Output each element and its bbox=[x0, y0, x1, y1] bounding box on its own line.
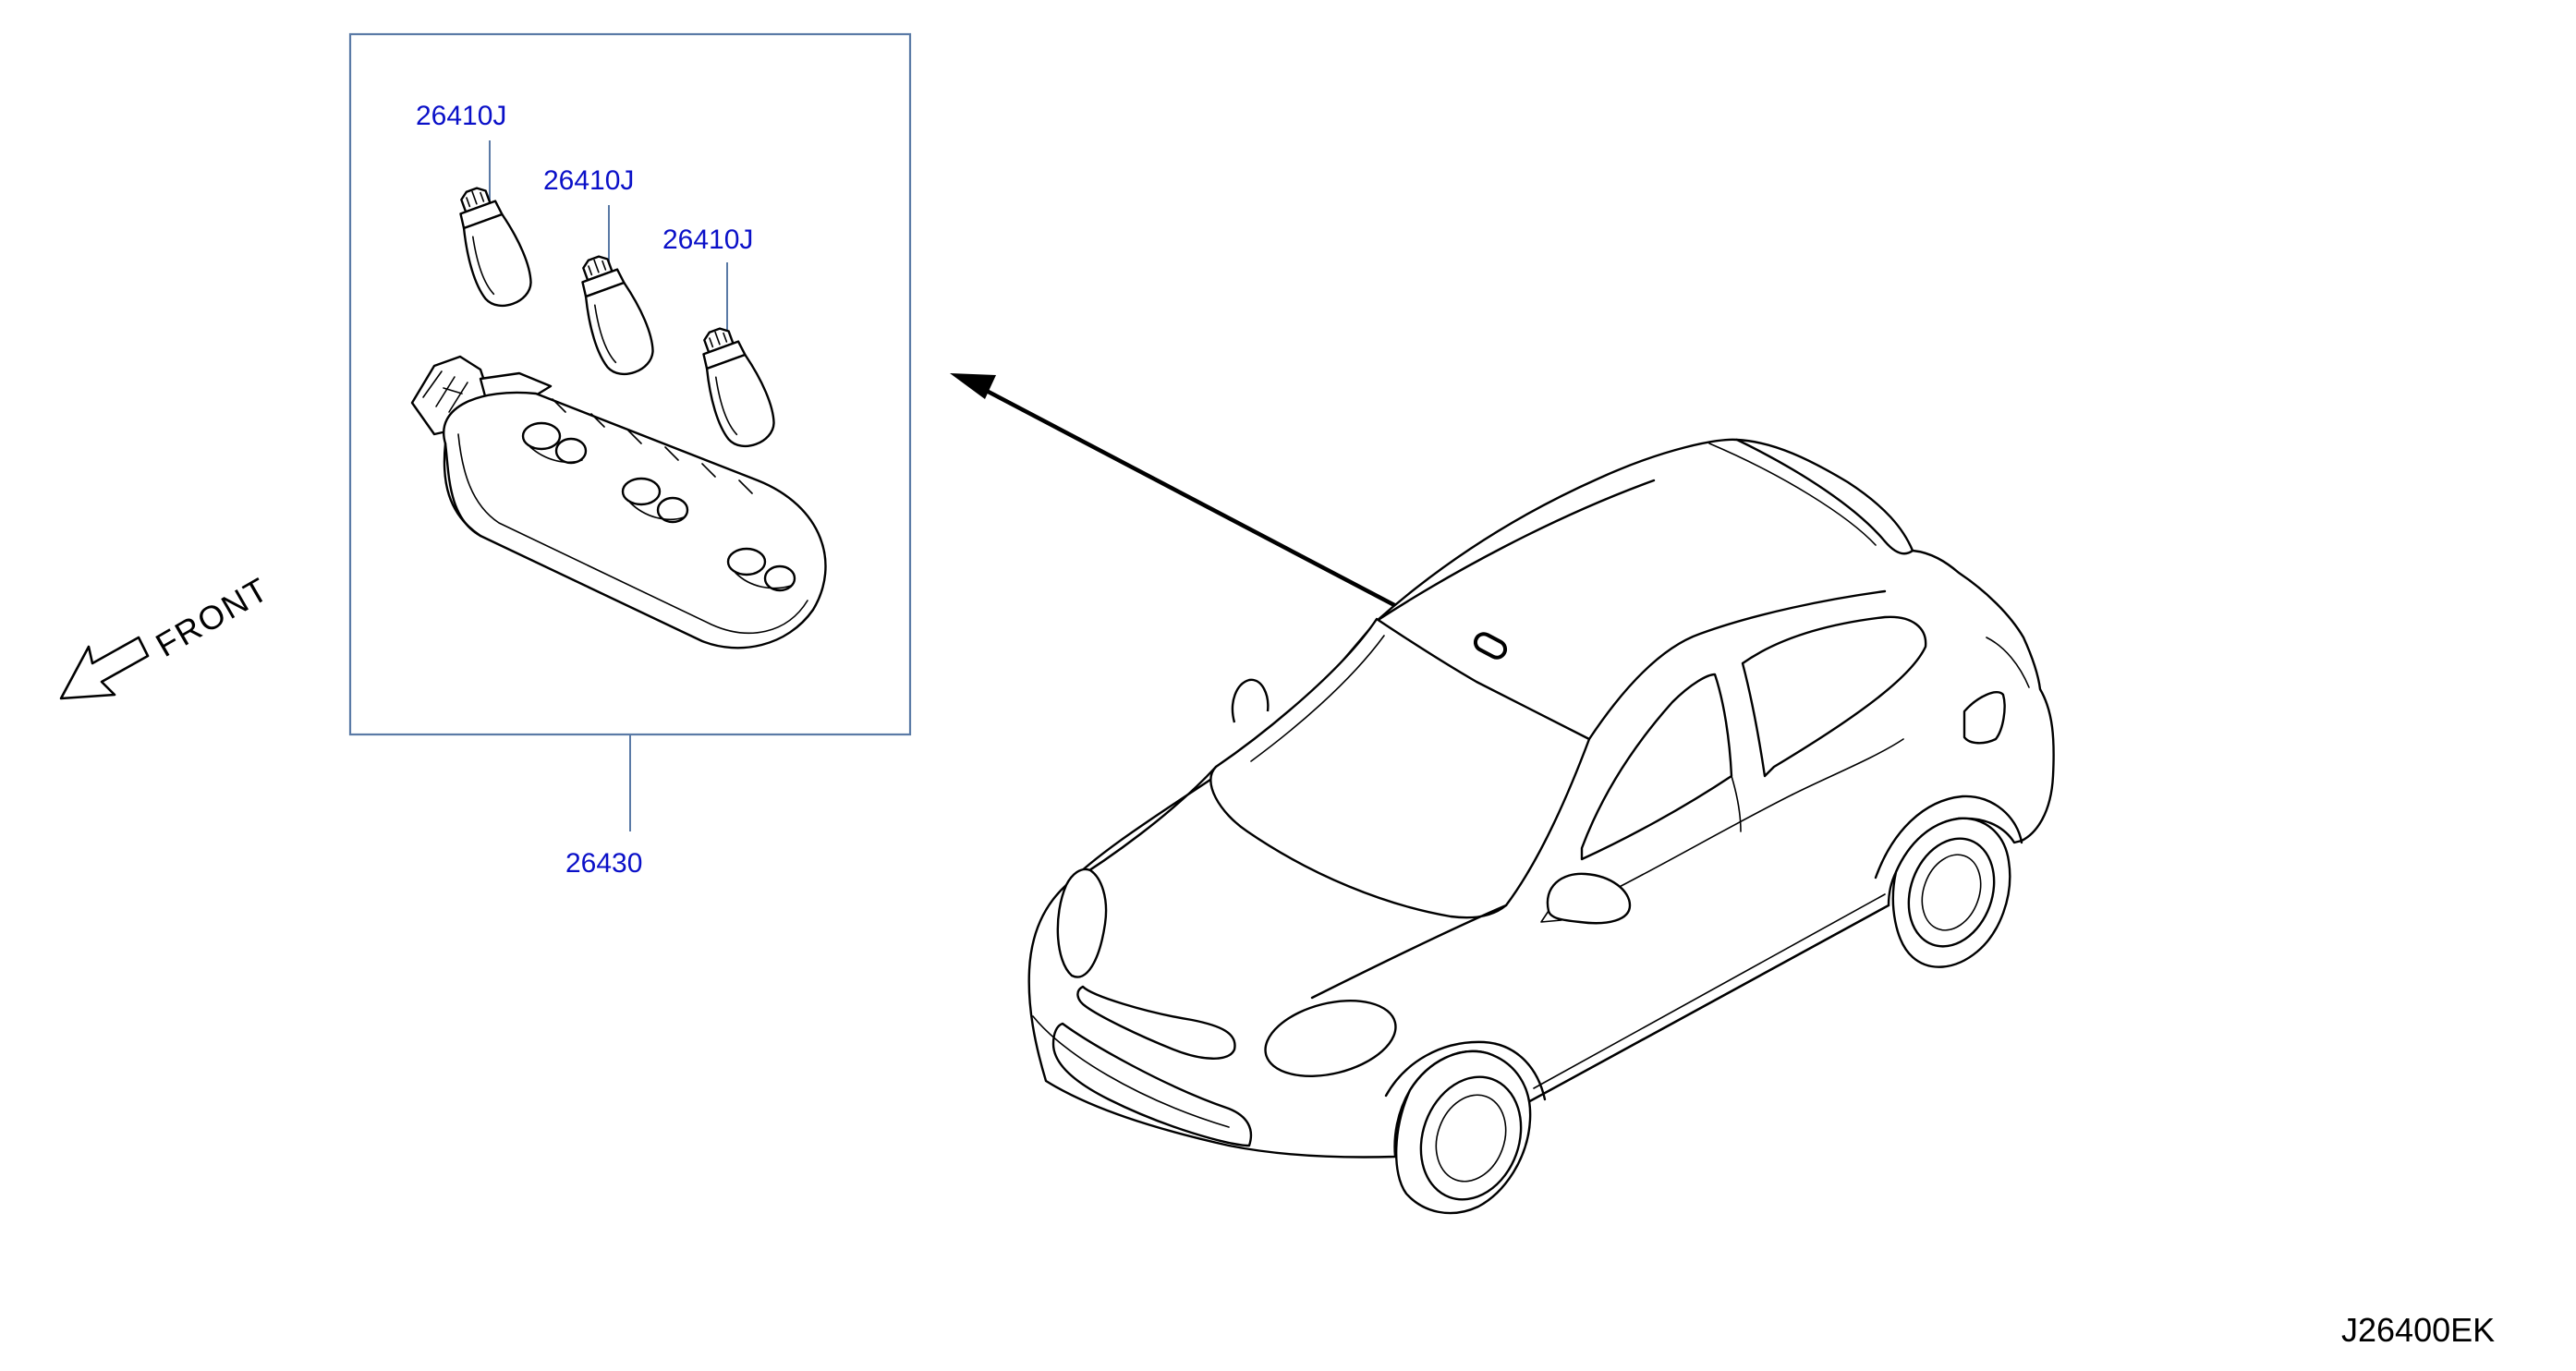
callout-bulb-2: 26410J bbox=[543, 165, 634, 196]
front-direction-arrow: FRONT bbox=[59, 569, 276, 700]
callout-lamp-assembly: 26430 bbox=[565, 848, 642, 879]
callout-bulb-3: 26410J bbox=[662, 224, 753, 255]
front-arrow-icon bbox=[59, 636, 150, 700]
callout-bulb-1: 26410J bbox=[416, 101, 506, 131]
vehicle-illustration bbox=[1027, 438, 2055, 1215]
wedge-bulb-1 bbox=[459, 187, 532, 308]
wedge-bulb-2 bbox=[581, 255, 654, 376]
lamp-location-marker bbox=[1473, 632, 1508, 660]
front-label: FRONT bbox=[150, 569, 276, 663]
location-arrow bbox=[950, 373, 1454, 637]
diagram-code: J26400EK bbox=[2341, 1311, 2495, 1349]
room-lamp-assembly bbox=[410, 355, 827, 649]
wedge-bulb-3 bbox=[702, 327, 775, 448]
